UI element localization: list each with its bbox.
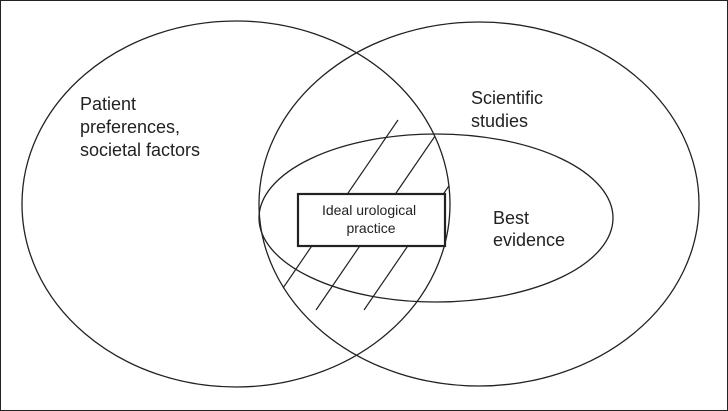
ideal-practice-box [296,192,447,248]
hatch-line [556,120,686,310]
scientific-label-line: studies [471,111,528,131]
scientific-label-line: Scientific [471,88,543,108]
evidence-label: Best evidence [493,208,565,250]
evidence-label-line: evidence [493,230,565,250]
patient-label-line: preferences, [80,117,180,137]
patient-preferences-circle [21,20,451,388]
evidence-label-line: Best [493,208,529,228]
patient-label-line: societal factors [80,140,200,160]
best-evidence-ellipse [258,133,614,303]
patient-label-line: Patient [80,94,136,114]
ideal-practice-label: Ideal urological practice [322,202,420,236]
scientific-studies-circle [258,21,700,387]
hatch-line [604,120,728,310]
ideal-practice-line: practice [346,220,395,236]
scientific-label: Scientific studies [471,88,548,131]
ideal-practice-line: Ideal urological [322,202,416,218]
patient-label: Patient preferences, societal factors [80,94,200,160]
